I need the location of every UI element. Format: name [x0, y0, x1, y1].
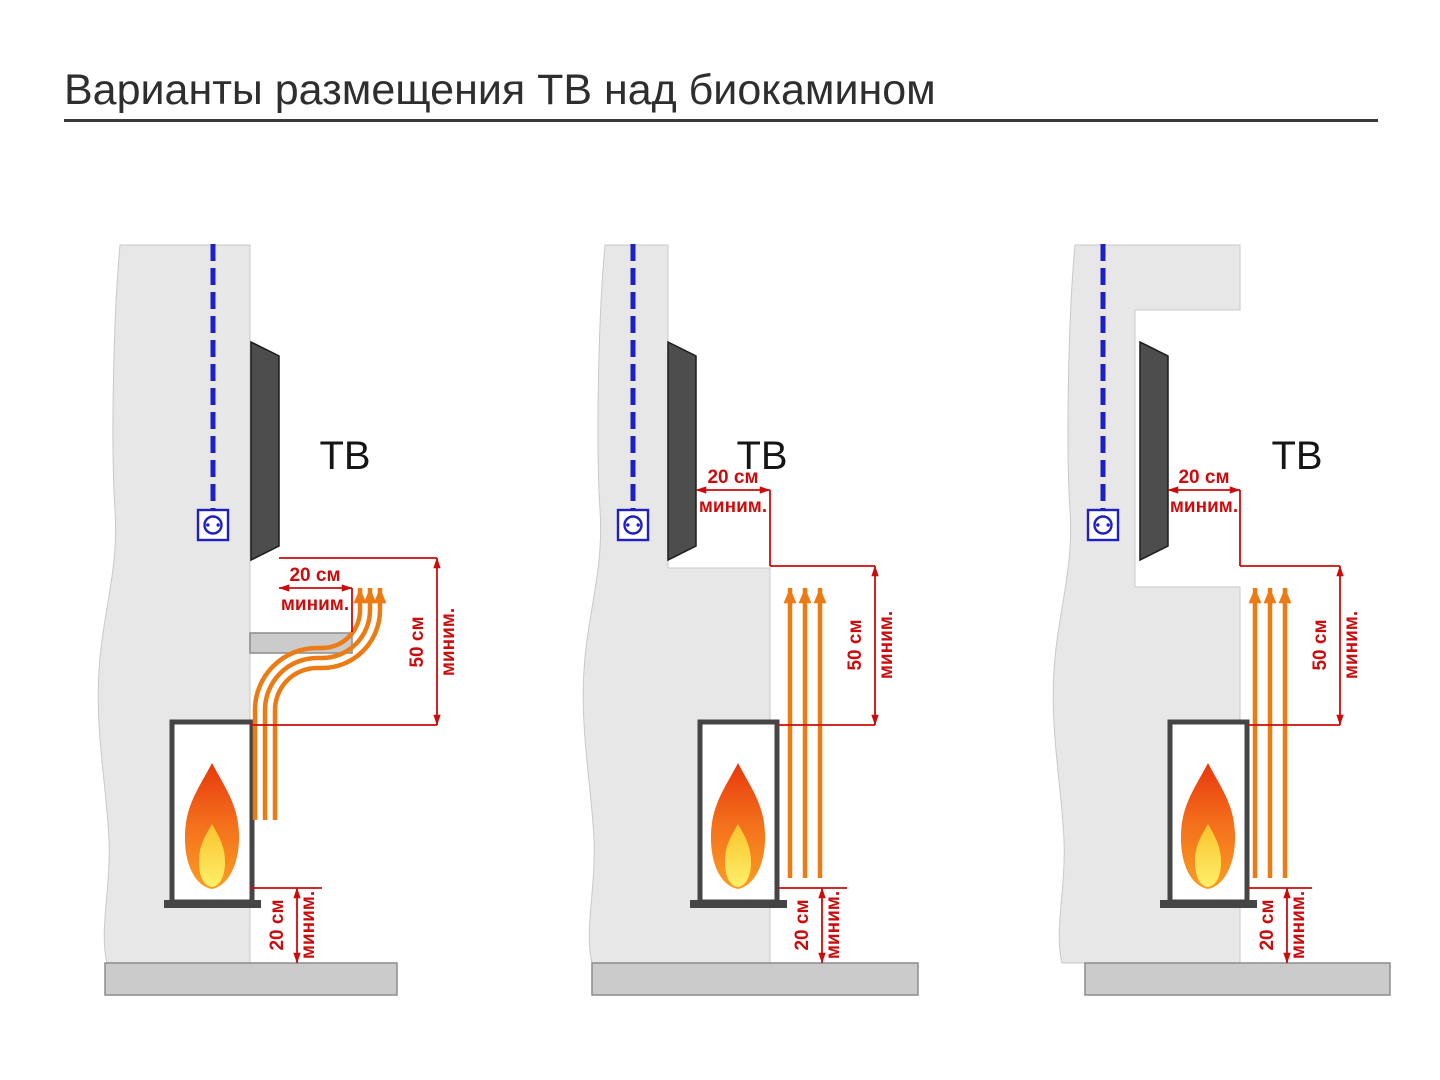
dimension-50cm-qualifier: миним.: [438, 608, 459, 676]
heat-flow-arrows: [252, 588, 387, 820]
tv-side-view: [1139, 340, 1169, 562]
variant-3-diagram: ТВ 20 см миним. 50: [1040, 230, 1410, 1000]
dimension-20cm-shelf-value: 20 см: [289, 565, 340, 586]
fireplace: [164, 719, 261, 908]
floor: [1084, 962, 1391, 996]
heat-flow-arrows: [783, 588, 827, 878]
power-outlet: [196, 508, 230, 542]
dimension-20cm-shelf-qualifier: миним.: [281, 594, 349, 615]
dimension-20cm-floor-value: 20 см: [267, 899, 288, 950]
fireplace-base: [164, 900, 261, 908]
outlet-pin-hole: [636, 523, 640, 527]
flame-core-icon: [725, 824, 751, 887]
outlet-pin-hole: [216, 523, 220, 527]
variant-1-canvas: ТВ 20 см миним. 50: [97, 244, 459, 996]
dimension-20cm-floor-value: 20 см: [792, 899, 813, 950]
tv-side-view: [250, 340, 280, 562]
dimension-50cm-value: 50 см: [845, 619, 866, 670]
dimension-20cm-recess-value: 20 см: [707, 467, 758, 488]
outlet-socket: [623, 515, 643, 535]
variant-3-canvas: ТВ 20 см миним. 50: [1052, 244, 1391, 996]
flame-core-icon: [199, 824, 225, 887]
dimension-20cm-niche-qualifier: миним.: [1170, 496, 1238, 517]
outlet-pin-hole: [1106, 523, 1110, 527]
dimensions: 20 см миним. 50 см миним. 20 см миним.: [695, 467, 897, 964]
heat-arrow: [262, 588, 377, 820]
dimension-20cm-floor-value: 20 см: [1257, 899, 1278, 950]
floor: [591, 962, 919, 996]
flame-core-icon: [1195, 824, 1221, 887]
dimension-20cm-niche-value: 20 см: [1178, 467, 1229, 488]
outlet-pin-hole: [626, 523, 630, 527]
floor: [104, 962, 398, 996]
power-outlet: [1086, 508, 1120, 542]
fireplace-base: [690, 900, 787, 908]
dimension-20cm-floor-qualifier: миним.: [1288, 891, 1309, 959]
fireplace-base: [1160, 900, 1257, 908]
variant-2-diagram: ТВ 20 см миним. 50: [570, 230, 940, 1000]
title-underline: [64, 119, 1378, 122]
outlet-socket: [1093, 515, 1113, 535]
variant-1-diagram: ТВ 20 см миним. 50: [85, 230, 459, 1000]
dimension-20cm-floor-qualifier: миним.: [298, 891, 319, 959]
dimension-20cm-floor-qualifier: миним.: [823, 891, 844, 959]
heat-arrow: [272, 588, 387, 820]
fireplace: [690, 719, 787, 908]
dimension-50cm-qualifier: миним.: [1341, 611, 1362, 679]
page-title: Варианты размещения ТВ над биокамином: [64, 66, 936, 114]
dimension-20cm-recess-qualifier: миним.: [699, 496, 767, 517]
tv-label: ТВ: [1271, 434, 1322, 478]
heat-arrow: [252, 588, 367, 820]
dimension-50cm-value: 50 см: [1310, 619, 1331, 670]
variant-2-canvas: ТВ 20 см миним. 50: [582, 244, 919, 996]
dimension-50cm-value: 50 см: [407, 616, 428, 667]
power-outlet: [616, 508, 650, 542]
tv-label: ТВ: [319, 434, 370, 478]
tv-side-view: [667, 340, 697, 562]
outlet-socket: [203, 515, 223, 535]
tv-label: ТВ: [736, 434, 787, 478]
outlet-pin-hole: [1096, 523, 1100, 527]
outlet-pin-hole: [206, 523, 210, 527]
heat-flow-arrows: [1248, 588, 1292, 878]
dimensions: 20 см миним. 50 см миним. 20 см миним.: [250, 557, 459, 964]
dimensions: 20 см миним. 50 см миним. 20 см миним.: [1167, 467, 1362, 964]
dimension-50cm-qualifier: миним.: [876, 611, 897, 679]
fireplace: [1160, 719, 1257, 908]
